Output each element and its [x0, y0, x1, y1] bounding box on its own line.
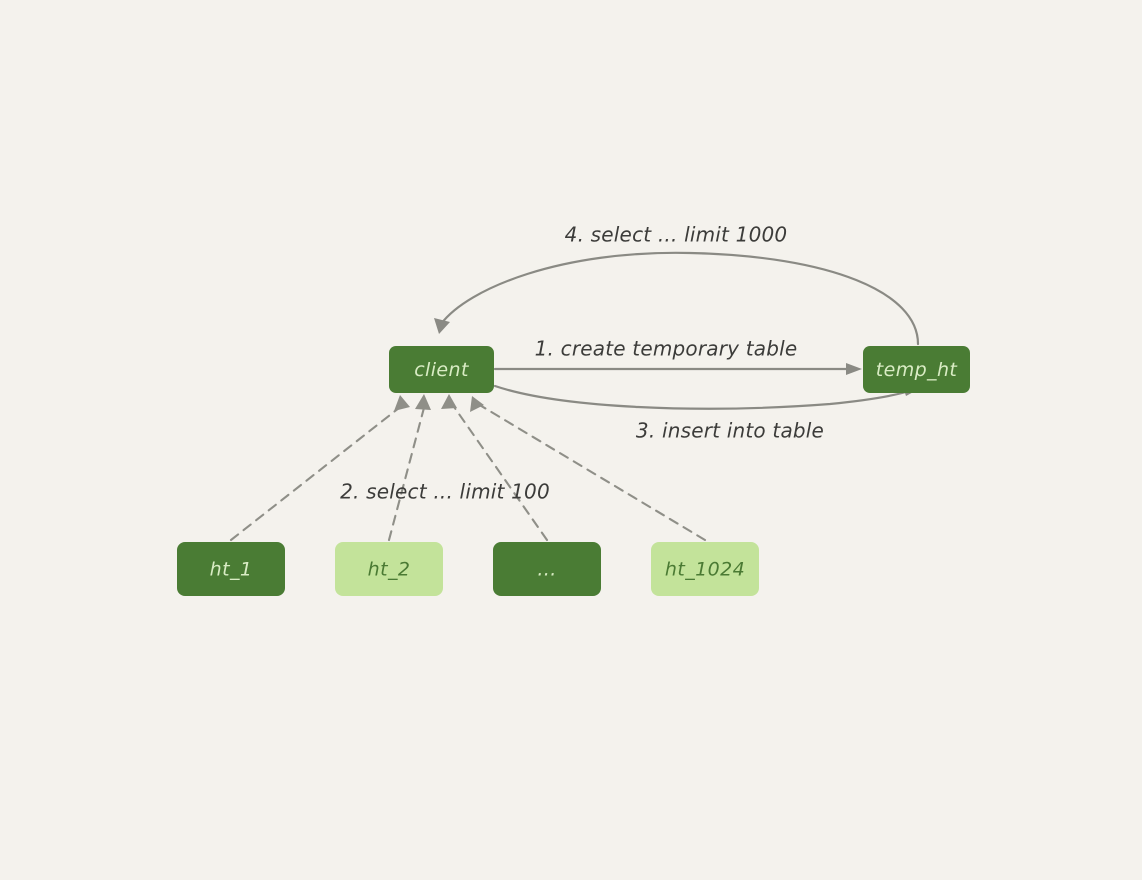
edge-insert-into-table-path [493, 384, 908, 410]
node-ht-1024-label: ht_1024 [665, 559, 745, 581]
node-ht-1024[interactable]: ht_1024 [651, 542, 759, 596]
node-ht-1024-rect[interactable] [651, 542, 759, 596]
node-temp-ht[interactable]: temp_ht [863, 346, 970, 393]
edge-label-select-limit-100: 2. select ... limit 100 [340, 480, 550, 504]
node-ht-ellipsis-label: ... [537, 559, 556, 581]
edge-label-create-temp-table: 1. create temporary table [535, 337, 798, 361]
edge-insert-into-table [493, 384, 919, 410]
edge-label-select-limit-1000: 4. select ... limit 1000 [565, 223, 788, 247]
node-client-label: client [414, 359, 470, 381]
edge-select-limit-1000-path [439, 251, 920, 346]
edge-create-temp-table-arrowhead [846, 363, 862, 375]
node-ht-2[interactable]: ht_2 [335, 542, 443, 596]
node-client-rect[interactable] [389, 346, 494, 393]
node-temp-ht-rect[interactable] [863, 346, 970, 393]
edge-create-temp-table [493, 363, 862, 375]
node-ht-2-rect[interactable] [335, 542, 443, 596]
edge-label-insert-into-table: 3. insert into table [636, 419, 824, 443]
edge-ht-2-to-client-path [387, 402, 427, 542]
node-ht-1-rect[interactable] [177, 542, 285, 596]
edge-ht-1024-arrowhead [470, 396, 484, 412]
node-ht-ellipsis[interactable]: ... [493, 542, 601, 596]
node-client[interactable]: client [389, 346, 494, 393]
node-ht-ellipsis-rect[interactable] [493, 542, 601, 596]
edge-ht-2-arrowhead [415, 394, 431, 410]
edge-select-limit-100 [229, 394, 707, 542]
node-ht-1[interactable]: ht_1 [177, 542, 285, 596]
edge-select-limit-1000 [434, 251, 920, 346]
edge-ht-1-arrowhead [394, 395, 410, 411]
edge-select-limit-1000-arrowhead [434, 318, 450, 334]
node-ht-2-label: ht_2 [368, 559, 411, 581]
edge-ht-1024-to-client-path [476, 402, 707, 542]
node-temp-ht-label: temp_ht [876, 359, 959, 381]
edge-ht-1-to-client-path [229, 402, 406, 542]
edge-ht-dots-to-client-path [450, 402, 549, 542]
edge-ht-dots-arrowhead [441, 394, 457, 409]
node-ht-1-label: ht_1 [210, 559, 253, 581]
